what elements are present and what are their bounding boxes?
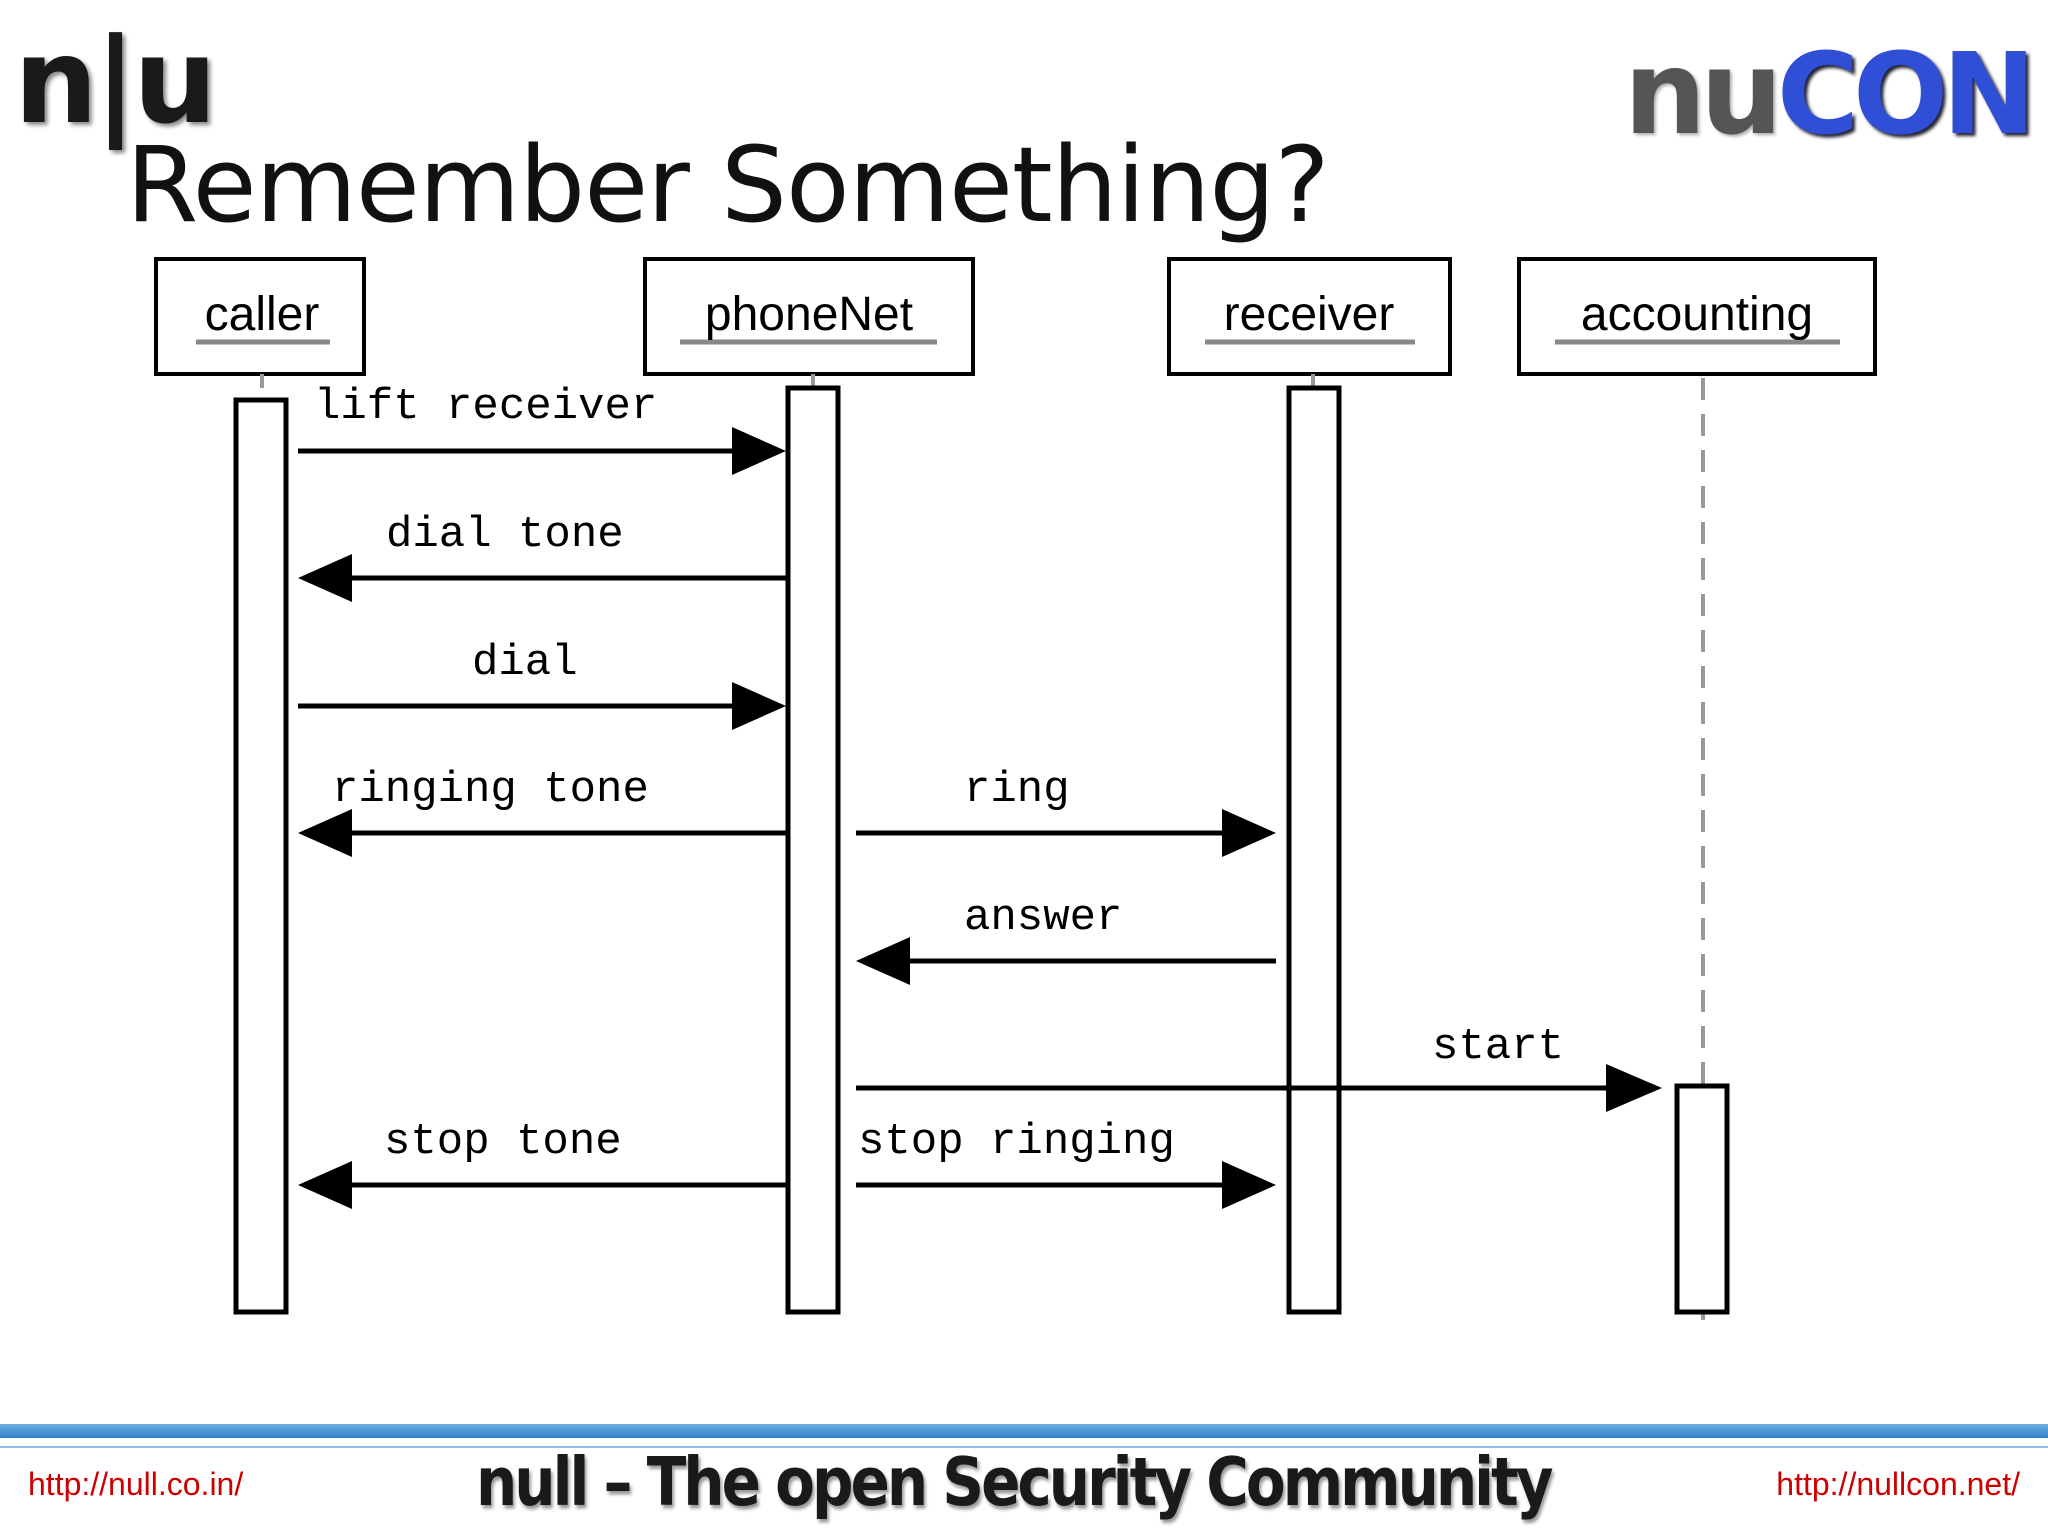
message-start-label: start xyxy=(1432,1022,1564,1072)
slide-title: Remember Something? xyxy=(126,124,1330,246)
message-ring-label: ring xyxy=(964,765,1070,815)
message-dial-tone-label: dial tone xyxy=(386,510,624,560)
participant-caller: caller xyxy=(154,257,366,376)
message-ringing-tone-label: ringing tone xyxy=(332,765,649,815)
participant-receiver-label: receiver xyxy=(1224,288,1395,341)
nullcon-website-link[interactable]: http://nullcon.net/ xyxy=(1776,1466,2020,1502)
nullcon-logo-suffix: CON xyxy=(1776,30,2036,160)
message-dial-label: dial xyxy=(472,638,578,688)
null-logo: n|u xyxy=(14,12,217,150)
message-ringing-tone: ringing tone xyxy=(298,765,786,857)
participant-accounting: accounting xyxy=(1517,257,1877,376)
message-stop-tone: stop tone xyxy=(298,1117,786,1209)
footer-tagline: null – The open Security Community xyxy=(476,1442,1554,1522)
footer-bar xyxy=(0,1424,2048,1438)
activation-caller xyxy=(233,397,289,1315)
message-lift-receiver: lift receiver xyxy=(298,382,786,475)
message-answer: answer xyxy=(856,893,1276,985)
message-stop-tone-label: stop tone xyxy=(384,1117,622,1167)
participant-phonenet: phoneNet xyxy=(643,257,975,376)
participant-caller-label: caller xyxy=(205,288,320,341)
message-answer-label: answer xyxy=(964,893,1122,943)
message-stop-ringing-label: stop ringing xyxy=(858,1117,1175,1167)
activation-accounting xyxy=(1674,1083,1730,1315)
null-website-link[interactable]: http://null.co.in/ xyxy=(28,1466,244,1502)
message-stop-ringing: stop ringing xyxy=(856,1117,1276,1209)
footer-divider xyxy=(0,1446,2048,1448)
participant-accounting-label: accounting xyxy=(1581,288,1813,341)
participant-phonenet-label: phoneNet xyxy=(705,288,913,341)
message-start: start xyxy=(856,1022,1662,1112)
message-dial: dial xyxy=(298,638,786,730)
sequence-diagram: caller phoneNet receiver accounting lift… xyxy=(154,257,1877,1320)
nullcon-logo: nuCON xyxy=(1624,36,2036,152)
message-lift-receiver-label: lift receiver xyxy=(314,382,657,432)
activation-receiver xyxy=(1286,385,1342,1315)
message-dial-tone: dial tone xyxy=(298,510,786,602)
participant-receiver: receiver xyxy=(1167,257,1452,376)
nullcon-logo-prefix: nu xyxy=(1623,26,1783,161)
activation-phonenet xyxy=(785,385,841,1315)
message-ring: ring xyxy=(856,765,1276,857)
